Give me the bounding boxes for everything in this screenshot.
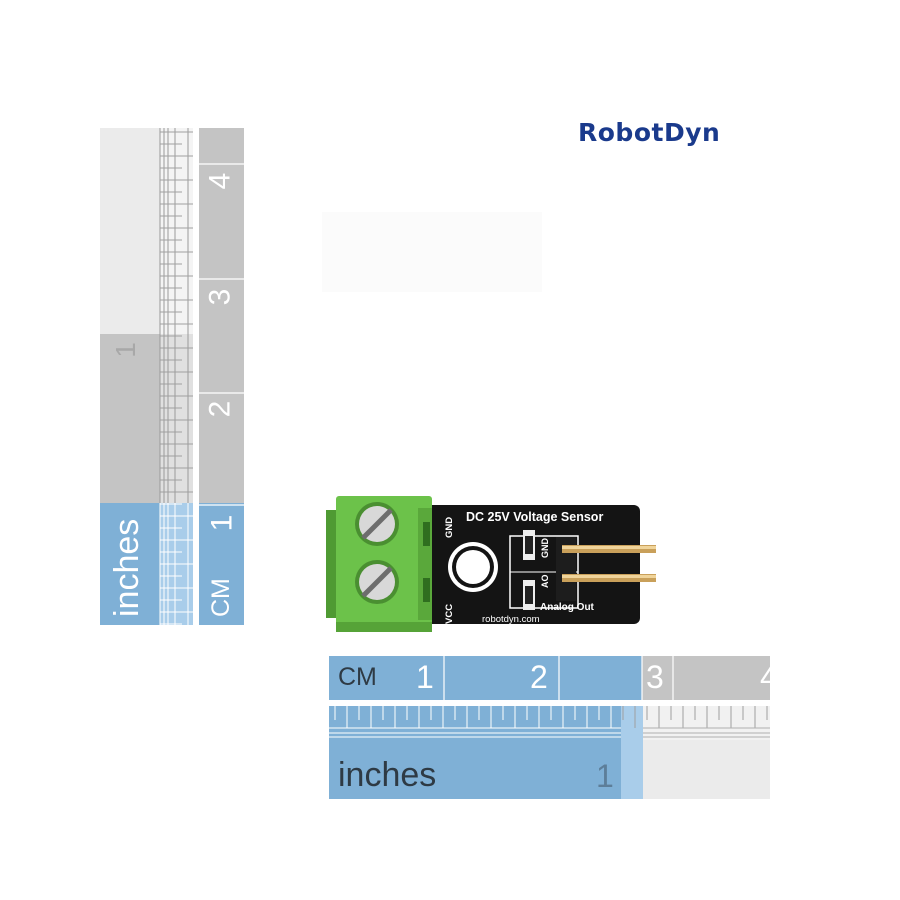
vertical-cm-2-label: 2 [203, 400, 237, 418]
horizontal-ruler-graphic [329, 656, 770, 799]
pin-label-gnd-right: GND [540, 538, 550, 559]
board-title: DC 25V Voltage Sensor [466, 510, 603, 524]
pin-label-gnd-left: GND [444, 517, 455, 538]
horizontal-cm-3-label: 3 [646, 659, 664, 695]
pin-label-ao: AO [540, 575, 550, 589]
vertical-cm-4-label: 4 [203, 172, 237, 190]
vertical-cm-label: CM [207, 578, 235, 617]
horizontal-cm-4-label: 4 [760, 659, 778, 695]
horizontal-cm-1-label: 1 [416, 659, 434, 695]
pcb [412, 505, 640, 624]
voltage-sensor-board: DC 25V Voltage Sensor GND VCC GND AO Ana… [326, 496, 656, 632]
robotdyn-logo: RobotDyn [578, 118, 721, 147]
vertical-ruler-graphic [100, 128, 244, 625]
vertical-cm-3-label: 3 [203, 288, 237, 306]
vertical-cm-1-label: 1 [205, 514, 239, 532]
voltage-sensor-graphic: DC 25V Voltage Sensor GND VCC GND AO Ana… [326, 496, 656, 632]
analog-out-label: Analog Out [540, 602, 595, 613]
horizontal-cm-2-label: 2 [530, 659, 548, 695]
background-shadow [322, 212, 542, 292]
horizontal-inches-label: inches [338, 756, 437, 794]
pin-label-vcc: VCC [444, 604, 455, 624]
horizontal-ruler [329, 656, 770, 799]
vertical-inch-1-label: 1 [109, 342, 141, 358]
horizontal-cm-label: CM [338, 663, 377, 691]
vertical-inches-label: inches [108, 518, 146, 617]
vertical-ruler [100, 128, 244, 625]
website-label: robotdyn.com [482, 614, 540, 625]
horizontal-inch-1-label: 1 [596, 758, 614, 794]
